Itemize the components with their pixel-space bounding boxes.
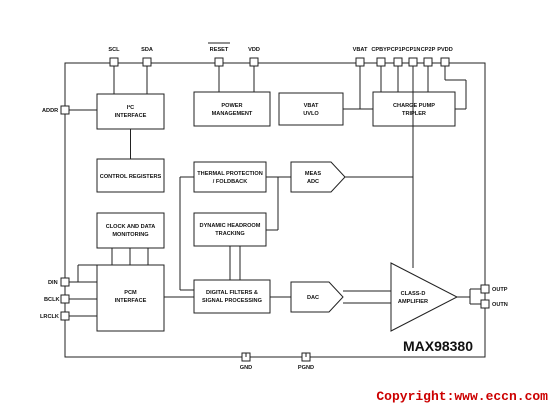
pin-din [60,277,70,287]
power-line2: MANAGEMENT [212,111,253,117]
adc-line2: ADC [307,179,319,185]
pin-cp1n [408,57,418,67]
clock-line1: CLOCK AND DATA [106,224,156,230]
dht-line1: DYNAMIC HEADROOM [200,223,261,229]
block-dac: DAC [290,281,344,313]
block-vbat-uvlo: VBAT UVLO [278,92,344,126]
copyright-watermark: Copyright:www.eccn.com [376,389,548,404]
pin-label-cp2p: CP2P [421,47,436,53]
pin-label-lrclk: LRCLK [40,314,59,320]
pin-label-addr: ADDR [42,108,58,114]
block-control-registers: CONTROL REGISTERS [96,158,165,193]
pin-label-sda: SDA [141,47,153,53]
pin-vdd [249,57,259,67]
pin-label-cpbyp: CPBYP [371,47,391,53]
classd-line1: CLASS-D [401,291,426,297]
pin-label-pgnd: PGND [298,365,314,371]
pin-scl [109,57,119,67]
pin-reset [214,57,224,67]
pin-label-outn: OUTN [492,302,508,308]
pin-label-bclk: BCLK [44,297,60,303]
cp-line1: CHARGE PUMP [393,103,435,109]
power-line1: POWER [221,103,242,109]
pin-vbat [355,57,365,67]
pin-label-outp: OUTP [492,287,508,293]
block-i2c-interface: I²C INTERFACE [96,93,165,130]
dac-label: DAC [307,295,319,301]
block-power-management: POWER MANAGEMENT [193,91,271,127]
bottom-pins: GND PGND [240,352,314,371]
uvlo-line2: UVLO [303,111,319,117]
block-clock-data-monitoring: CLOCK AND DATA MONITORING [96,212,165,249]
block-class-d-amplifier: CLASS-D AMPLIFIER [390,262,459,332]
dht-line2: TRACKING [215,231,245,237]
pin-addr [60,105,70,115]
uvlo-line1: VBAT [304,103,319,109]
pin-label-scl: SCL [108,47,120,53]
block-meas-adc: MEAS ADC [290,161,346,193]
block-charge-pump: CHARGE PUMP TRIPLER [372,91,456,127]
pin-sda [142,57,152,67]
pin-label-vbat: VBAT [353,47,368,53]
pin-label-cp1p: CP1P [391,47,406,53]
cp-line2: TRIPLER [402,111,426,117]
block-thermal-protection: THERMAL PROTECTION / FOLDBACK [193,161,267,193]
pin-pvdd [440,57,450,67]
pin-label-pvdd: PVDD [437,47,453,53]
pin-cpbyp [376,57,386,67]
thermal-line1: THERMAL PROTECTION [197,171,262,177]
pin-label-reset: RESET [210,47,229,53]
pcm-line2: INTERFACE [115,298,147,304]
pin-cp1p [393,57,403,67]
dsp-line2: SIGNAL PROCESSING [202,298,262,304]
pin-label-din: DIN [48,280,58,286]
pin-lrclk [60,311,70,321]
clock-line2: MONITORING [112,232,148,238]
adc-line1: MEAS [305,171,321,177]
pin-cp2p [423,57,433,67]
pin-outp [480,284,490,294]
pcm-line1: PCM [124,290,137,296]
control-registers-label: CONTROL REGISTERS [100,174,162,180]
dsp-line1: DIGITAL FILTERS & [206,290,258,296]
classd-line2: AMPLIFIER [398,299,428,305]
block-pcm-interface: PCM INTERFACE [96,264,165,332]
thermal-line2: / FOLDBACK [213,179,248,185]
pin-bclk [60,294,70,304]
pin-label-gnd: GND [240,365,252,371]
chip-outline [64,62,486,358]
pin-label-cp1n: CP1N [406,47,421,53]
i2c-line1: I²C [127,104,134,111]
part-number: MAX98380 [403,338,473,354]
left-pins: ADDR DIN BCLK LRCLK [40,105,70,321]
i2c-line2: INTERFACE [115,113,147,119]
block-dynamic-headroom: DYNAMIC HEADROOM TRACKING [193,212,267,247]
pin-label-vdd: VDD [248,47,260,53]
pin-outn [480,299,490,309]
connections [69,66,481,357]
block-digital-filters: DIGITAL FILTERS & SIGNAL PROCESSING [193,279,271,314]
